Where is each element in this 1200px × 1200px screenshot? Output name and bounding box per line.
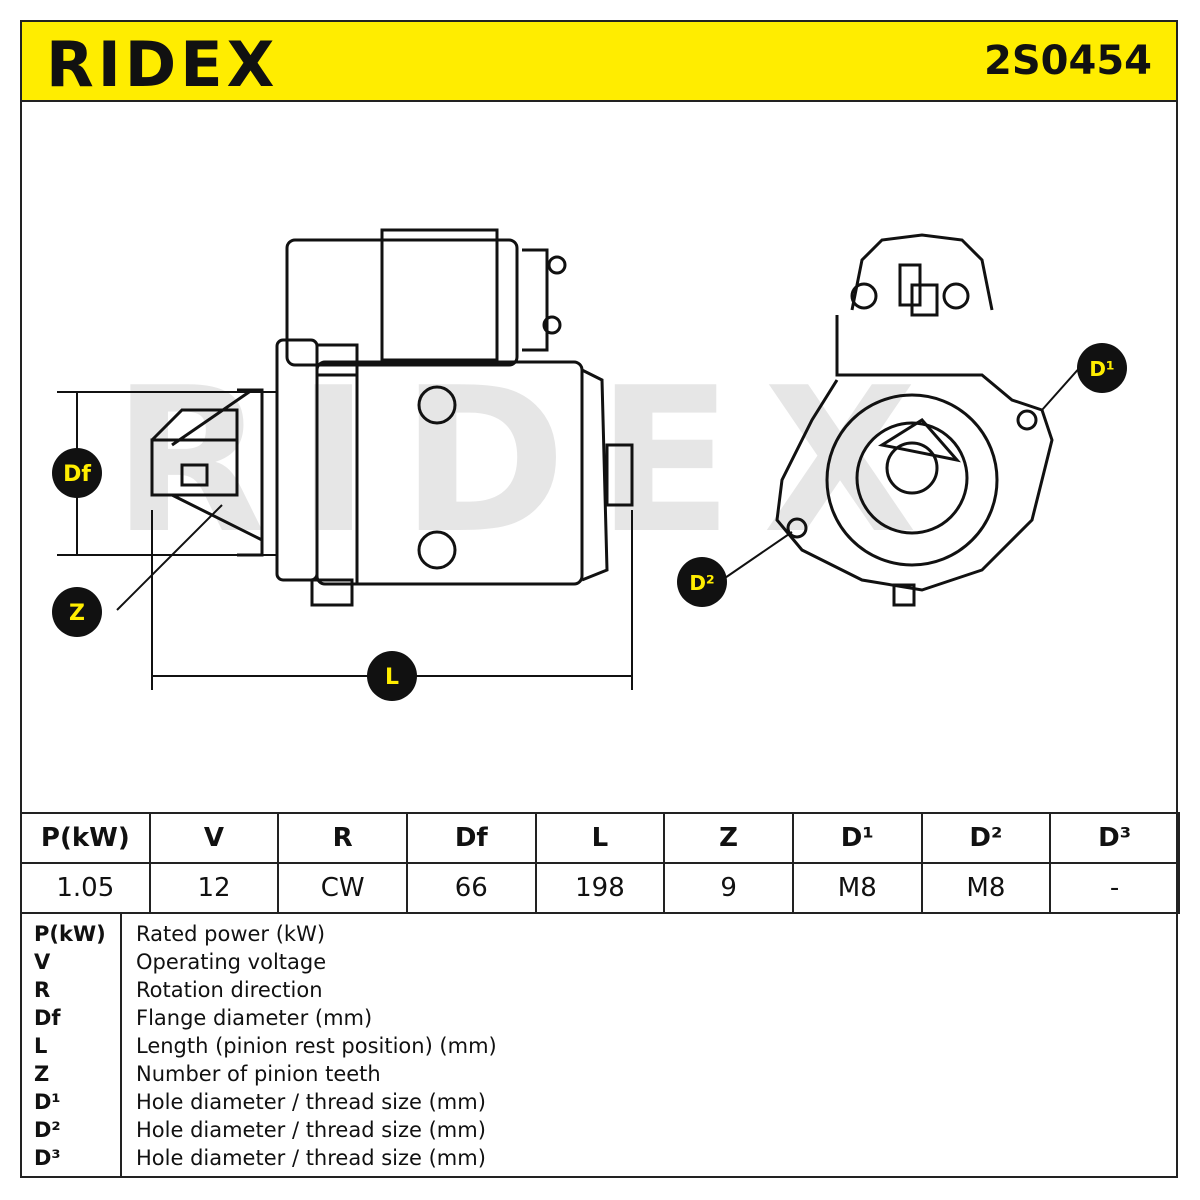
spec-value-cell: 12: [148, 862, 280, 914]
brand-logo: RIDEX: [46, 28, 279, 101]
svg-text:Df: Df: [63, 462, 91, 487]
legend-divider: [120, 912, 122, 1178]
page-frame: [20, 20, 1178, 1178]
legend-desc: Hole diameter / thread size (mm): [136, 1090, 486, 1114]
legend-key: D³: [34, 1146, 61, 1170]
legend-desc: Hole diameter / thread size (mm): [136, 1118, 486, 1142]
spec-header-cell: V: [148, 812, 280, 864]
spec-header-row: P(kW) V R Df L Z D¹ D² D³: [20, 812, 1180, 864]
spec-header-cell: P(kW): [20, 812, 151, 864]
legend-key: V: [34, 950, 51, 974]
spec-value-cell: 198: [534, 862, 666, 914]
spec-table: P(kW) V R Df L Z D¹ D² D³ 1.05 12 CW 66 …: [20, 812, 1180, 914]
legend-row: Df Flange diameter (mm): [20, 1006, 1180, 1034]
legend-key: D¹: [34, 1090, 61, 1114]
header-bar: RIDEX 2S0454: [22, 22, 1176, 102]
spec-header-cell: L: [534, 812, 666, 864]
spec-value-cell: CW: [277, 862, 408, 914]
starter-side-view: [150, 228, 634, 607]
d2-badge: D²: [677, 557, 727, 607]
technical-drawing: RIDEX: [52, 228, 1127, 701]
spec-value-cell: 1.05: [20, 862, 151, 914]
svg-text:D¹: D¹: [1089, 357, 1114, 381]
spec-header-cell: D¹: [791, 812, 923, 864]
legend-key: Df: [34, 1006, 61, 1030]
spec-value-cell: -: [1049, 862, 1180, 914]
legend-desc: Operating voltage: [136, 950, 327, 974]
legend-row: D² Hole diameter / thread size (mm): [20, 1118, 1180, 1146]
spec-value-cell: M8: [791, 862, 923, 914]
legend-row: R Rotation direction: [20, 978, 1180, 1006]
legend-desc: Rotation direction: [136, 978, 323, 1002]
spec-value-cell: M8: [920, 862, 1052, 914]
z-badge: Z: [52, 587, 102, 637]
legend-row: L Length (pinion rest position) (mm): [20, 1034, 1180, 1062]
l-badge: L: [367, 651, 417, 701]
legend-desc: Length (pinion rest position) (mm): [136, 1034, 497, 1058]
legend-row: Z Number of pinion teeth: [20, 1062, 1180, 1090]
legend-key: R: [34, 978, 51, 1002]
df-badge: Df: [52, 448, 102, 498]
spec-header-cell: R: [277, 812, 408, 864]
legend-key: L: [34, 1034, 48, 1058]
svg-text:L: L: [385, 665, 399, 690]
legend-key: P(kW): [34, 922, 106, 946]
legend-row: P(kW) Rated power (kW): [20, 922, 1180, 950]
spec-value-cell: 9: [663, 862, 794, 914]
legend-row: D¹ Hole diameter / thread size (mm): [20, 1090, 1180, 1118]
spec-header-cell: Df: [405, 812, 537, 864]
legend-desc: Hole diameter / thread size (mm): [136, 1146, 486, 1170]
svg-text:D²: D²: [689, 571, 714, 595]
legend-key: D²: [34, 1118, 61, 1142]
legend-desc: Number of pinion teeth: [136, 1062, 381, 1086]
spec-header-cell: D²: [920, 812, 1052, 864]
part-number: 2S0454: [984, 38, 1152, 84]
legend-desc: Flange diameter (mm): [136, 1006, 373, 1030]
legend-row: V Operating voltage: [20, 950, 1180, 978]
d1-badge: D¹: [1077, 343, 1127, 393]
legend-row: D³ Hole diameter / thread size (mm): [20, 1146, 1180, 1174]
spec-header-cell: D³: [1049, 812, 1180, 864]
legend-desc: Rated power (kW): [136, 922, 326, 946]
svg-text:Z: Z: [69, 601, 85, 626]
legend: P(kW) Rated power (kW) V Operating volta…: [20, 912, 1180, 1178]
spec-value-row: 1.05 12 CW 66 198 9 M8 M8 -: [20, 862, 1180, 914]
legend-key: Z: [34, 1062, 50, 1086]
dimension-lines: [57, 364, 1083, 690]
starter-end-view: [775, 233, 1054, 607]
spec-header-cell: Z: [663, 812, 794, 864]
spec-value-cell: 66: [405, 862, 537, 914]
